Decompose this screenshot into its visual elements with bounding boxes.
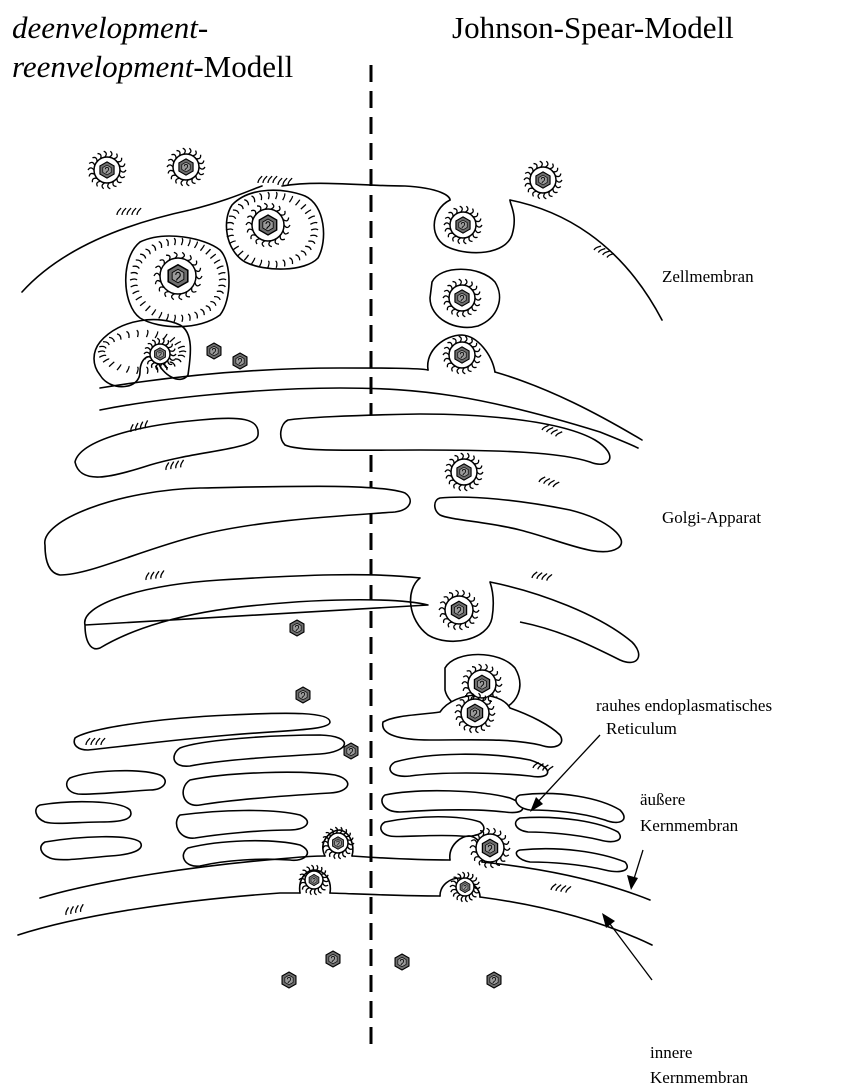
golgi-bud-virion-1	[443, 336, 481, 373]
rer-cisterna-4-right	[381, 817, 484, 837]
spikes-golgi-3	[165, 460, 185, 470]
spikes-fusion-left	[258, 176, 277, 183]
golgi-cisterna-1-right	[281, 414, 610, 464]
vacuole-virion-1	[246, 203, 290, 246]
free-virion-1	[88, 151, 126, 188]
vesicle-virion-1	[443, 279, 481, 316]
label-rer-line1: rauhes endoplasmatisches	[596, 696, 772, 715]
label-zellmembran: Zellmembran	[662, 267, 754, 286]
nucleocapsid-free-6	[326, 951, 340, 967]
rer-cisterna-4b-left	[176, 810, 307, 838]
nucleocapsid-free-2	[233, 353, 247, 369]
spikes-golgi-6	[532, 571, 552, 581]
vacuole-virion-2	[154, 252, 202, 299]
outer-bud-virion	[322, 827, 354, 859]
spikes-golgi-5	[145, 570, 165, 580]
label-rer-line2: Reticulum	[606, 719, 677, 738]
nucleocapsid	[467, 704, 482, 722]
free-virion-2	[167, 148, 205, 185]
golgi-bud-virion-2	[439, 590, 479, 629]
title-right: Johnson-Spear-Modell	[452, 10, 734, 45]
bud-virion-1	[444, 206, 482, 243]
nucleocapsid-free-9	[487, 972, 501, 988]
nucleocapsid-free-8	[395, 954, 409, 970]
cell-membrane	[22, 183, 662, 320]
rer-virion-2	[470, 828, 510, 867]
label-aeussere-line2: Kernmembran	[640, 816, 739, 835]
free-virion-3	[524, 161, 562, 198]
nucleocapsid	[455, 290, 469, 306]
nucleocapsid-free-3	[290, 620, 304, 636]
vacuole-3-inner-spikes	[98, 330, 186, 374]
arrow-outer-membrane	[627, 850, 643, 890]
vacuole-left-3	[94, 320, 190, 387]
nucleocapsid-free-4	[296, 687, 310, 703]
nucleocapsid	[259, 215, 276, 235]
spikes-fusion-right	[278, 178, 292, 185]
nucleocapsid	[100, 162, 114, 178]
rer-cisterna-3-right	[382, 791, 523, 813]
label-innere-line1: innere	[650, 1043, 692, 1062]
rer-cisterna-3b-left	[183, 772, 348, 805]
rer-cisterna-4b-right	[516, 817, 621, 841]
nucleocapsid	[474, 675, 489, 693]
nucleocapsid	[455, 347, 469, 363]
rer-cisterna-2-right	[390, 754, 548, 777]
nucleocapsid	[333, 837, 344, 850]
rer-cisterna-3-left	[67, 771, 165, 794]
rer-cisterna-5-left	[41, 837, 141, 860]
nucleocapsid	[309, 874, 319, 885]
nucleocapsid	[536, 172, 550, 188]
nucleocapsid	[168, 265, 188, 288]
spikes-outer-nuclear-right	[551, 883, 571, 893]
spikes-outer-nuclear-left	[65, 904, 85, 915]
title-left-line2: reenvelopment-Modell	[12, 49, 293, 84]
nucleocapsid	[460, 881, 470, 892]
title-left-line1: deenvelopment-	[12, 10, 208, 45]
golgi-cisterna-2-left	[45, 486, 410, 575]
arrow-inner-membrane	[602, 913, 652, 980]
label-aeussere-line1: äußere	[640, 790, 685, 809]
nucleocapsid-free-7	[282, 972, 296, 988]
nucleocapsid-free-1	[207, 343, 221, 359]
label-golgi: Golgi-Apparat	[662, 508, 761, 527]
nucleocapsid	[457, 464, 471, 480]
golgi-cisterna-3	[85, 575, 639, 663]
inner-nuclear-membrane	[18, 893, 652, 945]
label-innere-line2: Kernmembran	[650, 1068, 749, 1087]
spikes-golgi-4	[539, 475, 559, 488]
golgi-cisterna-2-right	[435, 497, 622, 552]
rer-cisterna-4-left	[36, 802, 131, 824]
rer-cisterna-2-left	[174, 735, 344, 766]
golgi-virion-2	[445, 453, 483, 490]
nucleocapsid	[451, 601, 466, 619]
nucleocapsid	[155, 348, 166, 361]
nucleocapsid	[482, 839, 497, 857]
spikes-cell-membrane-left	[117, 208, 141, 215]
nucleocapsid	[456, 217, 470, 233]
nucleocapsid	[179, 159, 193, 175]
nucleocapsid-free-5	[344, 743, 358, 759]
